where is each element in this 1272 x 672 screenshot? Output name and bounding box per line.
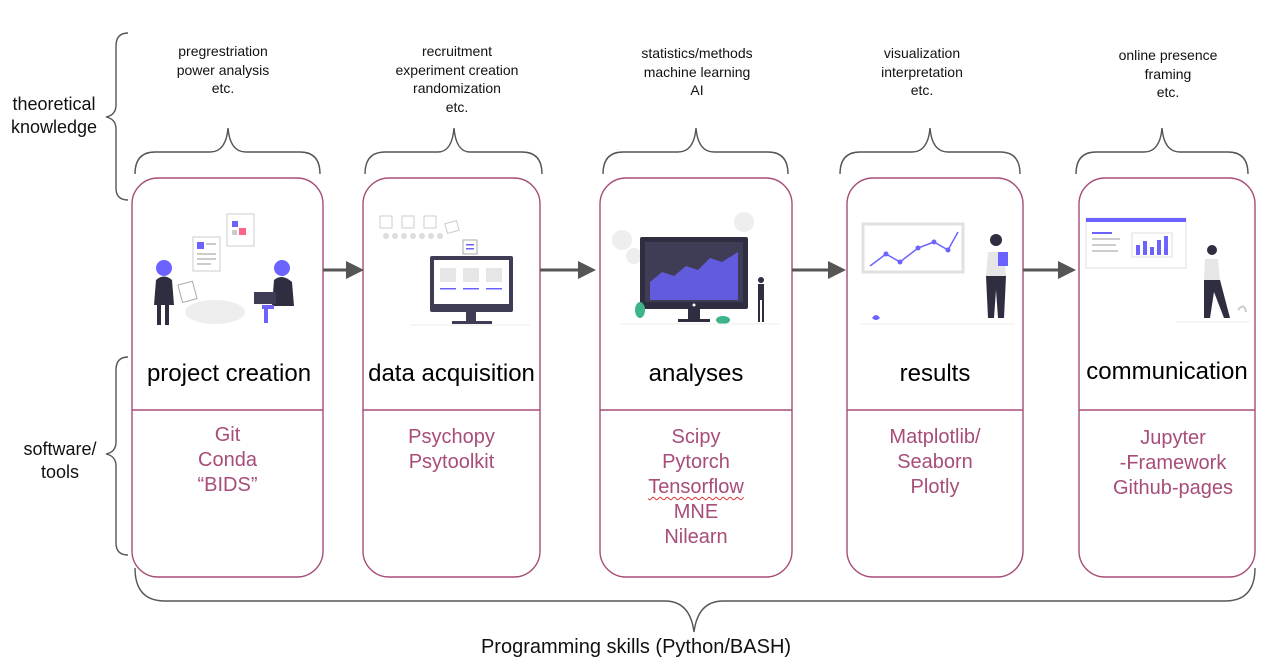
stage-2-title: data acquisition	[368, 360, 535, 387]
stage-1-theory-item: pregrestriation	[178, 43, 268, 59]
stage-2-theory: recruitment experiment creation randomiz…	[372, 42, 542, 116]
stage-4-tool-item: Seaborn	[897, 451, 973, 473]
analyses-illustration	[612, 212, 780, 325]
stage-3-tools: Scipy Pytorch Tensorflow MNE Nilearn	[600, 425, 792, 550]
stage-4-theory: visualization interpretation etc.	[852, 44, 992, 100]
stage-5-title: communication	[1086, 358, 1248, 385]
arrow-head-4-5	[1058, 261, 1076, 279]
stage-1-tool-item: Conda	[198, 449, 257, 471]
stage-4-tools: Matplotlib/ Seaborn Plotly	[847, 425, 1023, 500]
flow-arrows	[323, 261, 1076, 279]
stage-3-theory: statistics/methods machine learning AI	[612, 44, 782, 100]
arrow-head-3-4	[828, 261, 846, 279]
stage-2-theory-item: randomization	[413, 80, 501, 96]
arrow-head-2-3	[578, 261, 596, 279]
stage-3-theory-item: machine learning	[643, 63, 751, 80]
stage-2-theory-item: recruitment	[421, 43, 493, 59]
stage-box-4	[846, 177, 1024, 578]
data-acquisition-illustration	[379, 215, 530, 326]
stage-3-theory-item: AI	[690, 82, 704, 98]
theory-left-brace	[105, 32, 129, 201]
top-brace-5	[1075, 127, 1249, 175]
bottom-brace	[134, 567, 1256, 633]
stage-4-tool-item: Matplotlib/	[889, 426, 981, 448]
stage-5-tool-item: -Framework	[1119, 452, 1227, 474]
stage-2-theory-item: experiment creation	[395, 61, 519, 78]
stage-box-5	[1078, 177, 1256, 578]
stage-2-theory-item: etc.	[445, 98, 469, 115]
stage-5-tool-item: Jupyter	[1140, 427, 1206, 449]
stage-box-3	[599, 177, 793, 578]
theory-label-line-2: knowledge	[10, 117, 98, 137]
stage-4-tool-item: Plotly	[910, 476, 960, 498]
stage-2-tool-item: Psytoolkit	[408, 451, 495, 473]
spellcheck-underlined-word: Tensorflow	[648, 476, 744, 498]
stage-3-tool-item: MNE	[673, 501, 719, 523]
stage-5-theory-item: online presence	[1118, 47, 1218, 63]
tools-left-brace	[105, 356, 129, 556]
stage-3-tool-item: Nilearn	[664, 526, 728, 548]
software-tools-label: software/ tools	[10, 438, 110, 484]
top-brace-4	[839, 127, 1021, 175]
stage-1-theory: pregrestriation power analysis etc.	[143, 42, 303, 98]
stage-box-2	[362, 177, 541, 578]
stage-5-theory-item: framing	[1144, 65, 1192, 82]
arrow-head-1-2	[346, 261, 364, 279]
programming-skills-label: Programming skills (Python/BASH)	[480, 636, 792, 658]
stage-1-theory-item: power analysis	[176, 61, 270, 78]
stage-2-tool-item: Psychopy	[408, 426, 495, 448]
tools-label-line-1: software/	[23, 439, 97, 459]
stage-4-theory-item: etc.	[910, 82, 934, 98]
stage-3-title: analyses	[648, 360, 744, 387]
theoretical-knowledge-label: theoretical knowledge	[0, 93, 108, 139]
stage-1-tool-item: “BIDS”	[197, 474, 258, 496]
project-creation-illustration	[154, 213, 294, 325]
stage-3-tool-item: Pytorch	[662, 451, 730, 473]
top-brace-1	[134, 127, 321, 175]
theory-label-line-1: theoretical	[12, 94, 96, 114]
top-brace-2	[364, 127, 543, 175]
stage-3-theory-item: statistics/methods	[641, 45, 753, 61]
stage-1-tools: Git Conda “BIDS”	[132, 423, 323, 498]
stage-5-tools: Jupyter -Framework Github-pages	[1085, 426, 1261, 501]
stage-4-title: results	[899, 360, 971, 387]
stage-box-1	[131, 177, 324, 578]
stage-4-theory-item: visualization	[883, 45, 961, 61]
stage-5-theory-item: etc.	[1156, 84, 1180, 100]
stage-3-tool-item: Tensorflow	[600, 475, 792, 500]
stage-boxes	[131, 177, 1256, 578]
stage-1-tool-item: Git	[214, 424, 241, 446]
stage-5-tool-item: Github-pages	[1112, 477, 1234, 499]
tools-label-line-2: tools	[40, 462, 80, 482]
stage-2-tools: Psychopy Psytoolkit	[363, 425, 540, 475]
stage-1-title: project creation	[146, 360, 312, 387]
results-illustration	[860, 222, 1015, 325]
stage-4-theory-item: interpretation	[881, 63, 963, 80]
stage-1-theory-item: etc.	[211, 80, 235, 96]
stage-3-tool-item: Scipy	[671, 426, 721, 448]
stage-5-theory: online presence framing etc.	[1088, 46, 1248, 102]
stage-top-braces	[134, 127, 1249, 175]
top-brace-3	[602, 127, 789, 175]
communication-illustration	[1085, 217, 1250, 323]
